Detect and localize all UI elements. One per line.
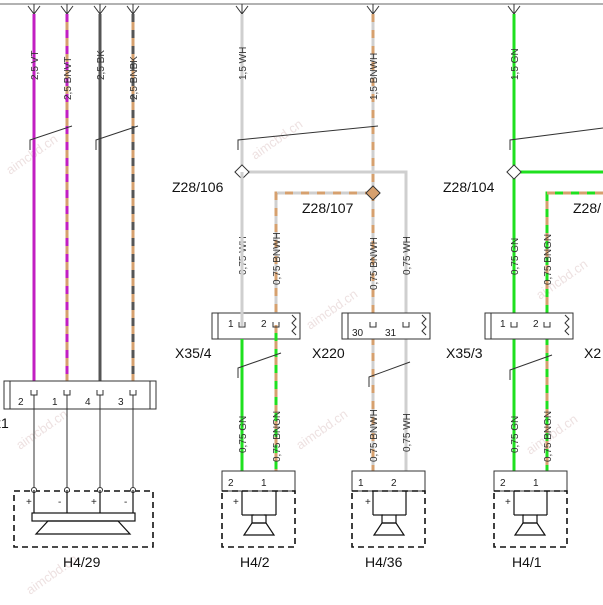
connector-label: X2: [584, 345, 601, 361]
connector-x35-4: [211, 312, 301, 340]
wire-label: 0,75 BNGN: [543, 234, 554, 285]
pin-label: 2: [500, 478, 506, 489]
top-arrow-stems: [33, 4, 515, 14]
wire-label: 0,75 BNWH: [369, 237, 380, 290]
component-label: H4/36: [365, 554, 403, 570]
twist-marker: [95, 125, 139, 150]
splice-label: Z28/107: [302, 200, 354, 216]
splice-z28-107: [365, 185, 381, 201]
pin-label: 2: [261, 319, 267, 330]
speaker-h4-2: [221, 490, 296, 548]
polarity-label: +: [365, 497, 371, 508]
pin-label: 3: [118, 397, 124, 408]
connector-label: X35/3: [446, 345, 483, 361]
splice-label: Z28/106: [172, 179, 224, 195]
twist-marker: [237, 352, 282, 378]
connector-label: X35/4: [175, 345, 212, 361]
pin-label: 2: [391, 478, 397, 489]
connector-label: x1: [0, 415, 9, 431]
wire-label: 0,75 WH: [402, 236, 413, 275]
pin-label: 1: [533, 478, 539, 489]
connector-squiggle: [421, 314, 427, 336]
pin-label: 1: [228, 319, 234, 330]
watermark: aimcbd.cn: [248, 116, 305, 162]
pin-label: 1: [500, 319, 506, 330]
pin-label: 2: [533, 319, 539, 330]
watermark: aimcbd.cn: [533, 256, 590, 302]
component-label: H4/29: [63, 554, 101, 570]
component-label: H4/2: [240, 554, 270, 570]
polarity-label: +: [91, 497, 97, 508]
splice-z28-104: [506, 164, 522, 180]
wire-bnwh-bus-dash: [274, 191, 373, 325]
wire-label: 0,75 BNGN: [543, 411, 554, 462]
pin-label: 1: [261, 478, 267, 489]
speaker-leads: [33, 395, 134, 490]
connector-x220: [341, 312, 431, 340]
polarity-label: +: [233, 497, 239, 508]
speaker-symbol: [241, 491, 277, 536]
connector-label: X220: [312, 345, 345, 361]
speaker-symbol: [372, 491, 407, 536]
wire-label: 0,75 BNWH: [369, 409, 380, 462]
pin-label: 4: [85, 397, 91, 408]
speaker-h4-2-connector: [221, 470, 296, 492]
wire-wh-bus: [242, 170, 408, 472]
wire-label: 1,5 GN: [510, 48, 521, 80]
pin-label: 1: [358, 478, 364, 489]
twist-marker: [509, 127, 603, 150]
wire-label: 0,75 WH: [402, 413, 413, 452]
watermark: aimcbd.cn: [3, 131, 60, 177]
top-arrows: [27, 5, 521, 15]
speaker-h4-36: [351, 490, 426, 548]
pin-label: 2: [228, 478, 234, 489]
watermark: aimcbd.cn: [293, 406, 350, 452]
speaker-symbol: [31, 490, 136, 535]
connector-squiggle: [564, 314, 570, 336]
wire-bngn-bus-dash: [545, 191, 603, 472]
component-label: H4/1: [512, 554, 542, 570]
wire-label: 2,5 BK: [96, 50, 107, 80]
wire-label: 2,5 BNVT: [63, 57, 74, 100]
polarity-label: -: [124, 497, 127, 508]
polarity-label: +: [26, 497, 32, 508]
connector-x35-3: [484, 312, 574, 340]
polarity-label: -: [58, 497, 61, 508]
pin-sockets: [510, 322, 551, 328]
connector-squiggle: [291, 314, 297, 336]
wire-label: 0,75 BNGN: [272, 411, 283, 462]
speaker-symbol: [513, 491, 548, 536]
wire-label: 0,75 BNWH: [272, 232, 283, 285]
pin-sockets: [238, 322, 410, 328]
speaker-h4-36-connector: [351, 470, 426, 492]
wire-label: 2,5 VT: [30, 51, 41, 80]
pin-label: 30: [352, 328, 364, 339]
splice-label: Z28/: [573, 200, 601, 216]
wire-label: 0,75 GN: [510, 416, 521, 453]
wire-label: 2,5 BNBK: [129, 56, 140, 100]
wire-label: 0,75 GN: [238, 416, 249, 453]
wire-label: 1,5 BNWH: [369, 53, 380, 100]
twist-marker: [237, 125, 379, 150]
speaker-h4-1: [493, 490, 568, 548]
splice-label: Z28/104: [443, 179, 495, 195]
twist-marker: [368, 361, 411, 387]
watermark: aimcbd.cn: [13, 406, 70, 452]
wire-label: 1,5 WH: [238, 47, 249, 80]
twist-marker: [29, 125, 73, 150]
pin-label: 31: [385, 328, 397, 339]
polarity-label: +: [505, 497, 511, 508]
wire-label: 0,75 GN: [510, 238, 521, 275]
twist-marker: [509, 354, 553, 380]
pin-label: 2: [18, 397, 24, 408]
pin-label: 1: [52, 397, 58, 408]
speaker-h4-1-connector: [493, 470, 568, 492]
speaker-terminals: [31, 487, 136, 493]
speaker-h4-29: [13, 490, 154, 548]
